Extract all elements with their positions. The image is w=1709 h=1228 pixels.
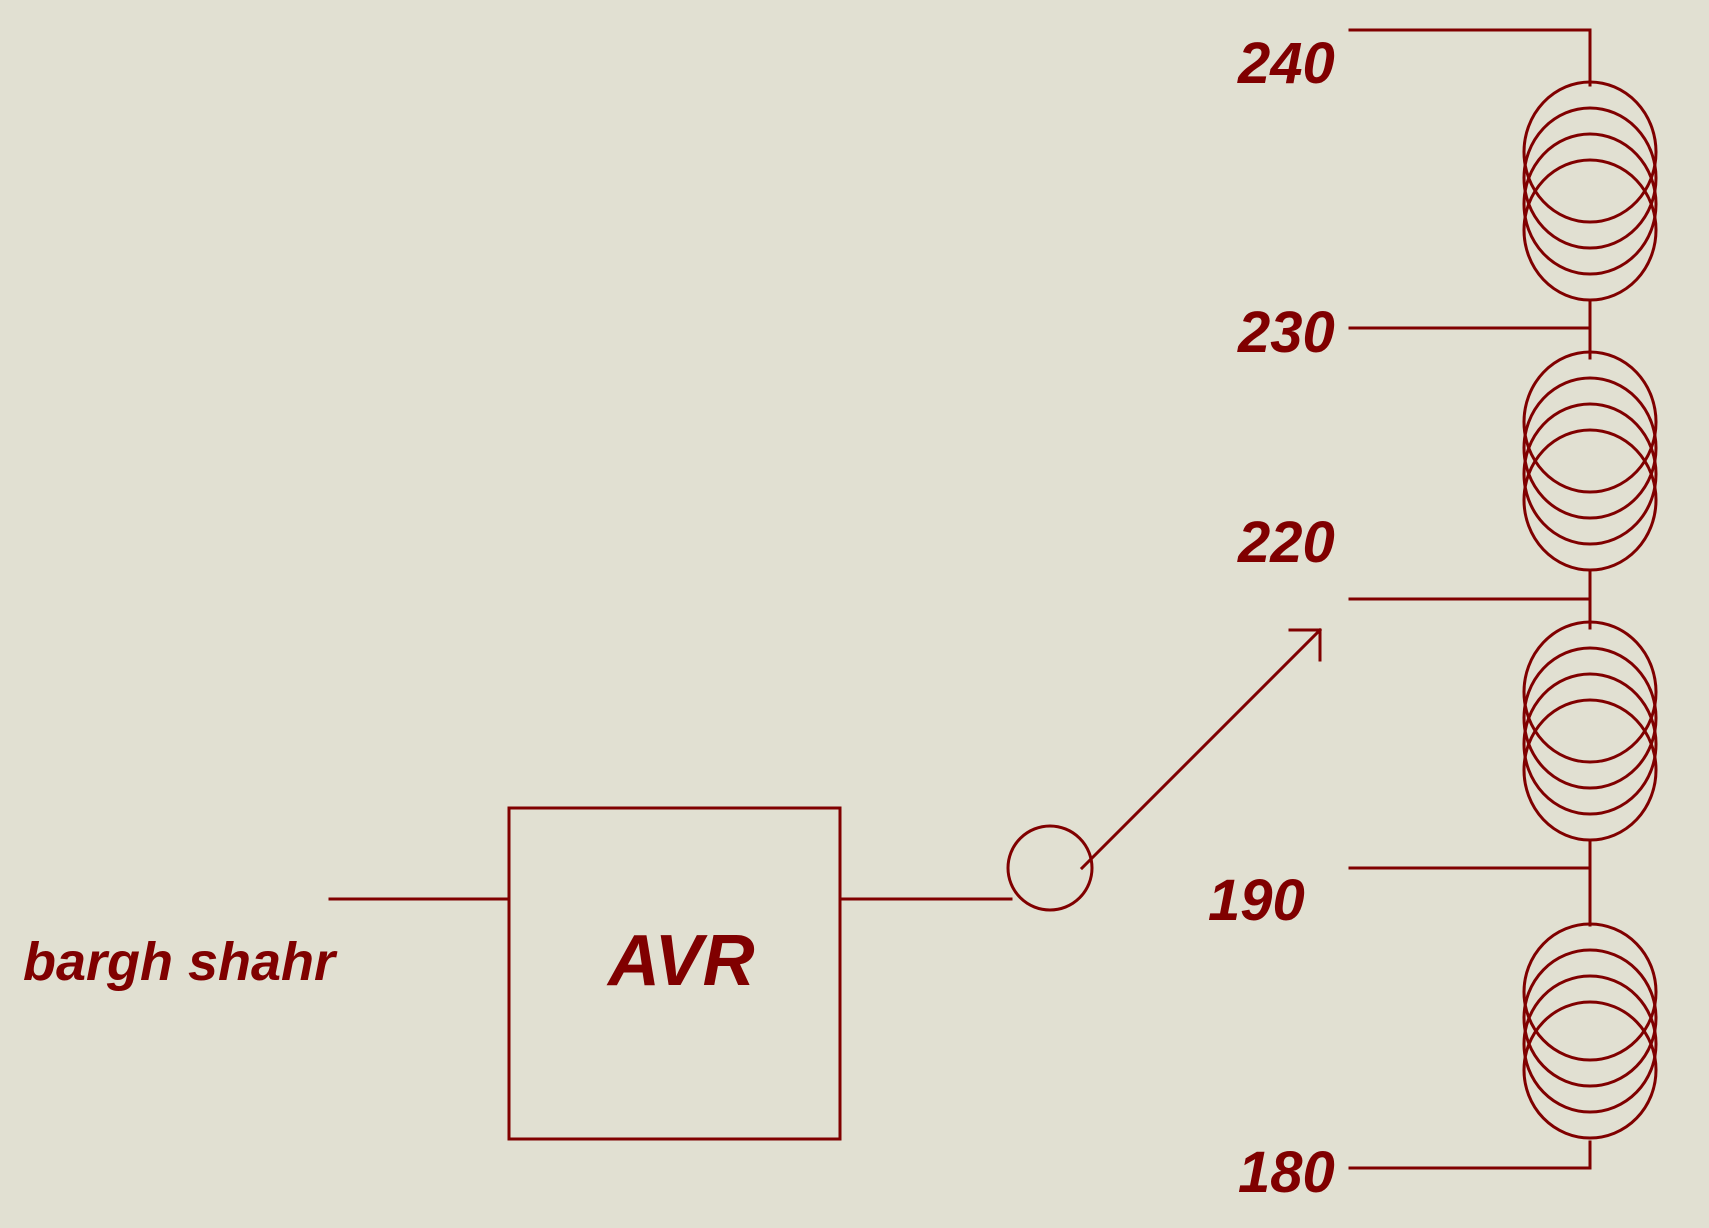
switch-arm xyxy=(1079,627,1323,871)
avr-box xyxy=(507,806,842,1141)
tap-label-190: 190 xyxy=(1208,868,1305,933)
tap-label-220: 220 xyxy=(1237,510,1335,575)
coil-section-4 xyxy=(1522,922,1658,1140)
tap-label-240: 240 xyxy=(1237,31,1335,96)
tap-label-180: 180 xyxy=(1238,1140,1335,1205)
input-label: bargh shahr xyxy=(23,932,338,992)
coil-section-2 xyxy=(1522,350,1658,572)
tap-line-180 xyxy=(1348,1140,1592,1170)
tap-label-230: 230 xyxy=(1237,300,1335,365)
switch-arrowhead xyxy=(1288,628,1322,662)
coil-section-1 xyxy=(1522,80,1658,302)
avr-label: AVR xyxy=(606,921,755,1001)
coil-section-3 xyxy=(1522,620,1658,842)
tap-line-240 xyxy=(1348,28,1592,87)
switch-pivot xyxy=(1006,824,1094,912)
